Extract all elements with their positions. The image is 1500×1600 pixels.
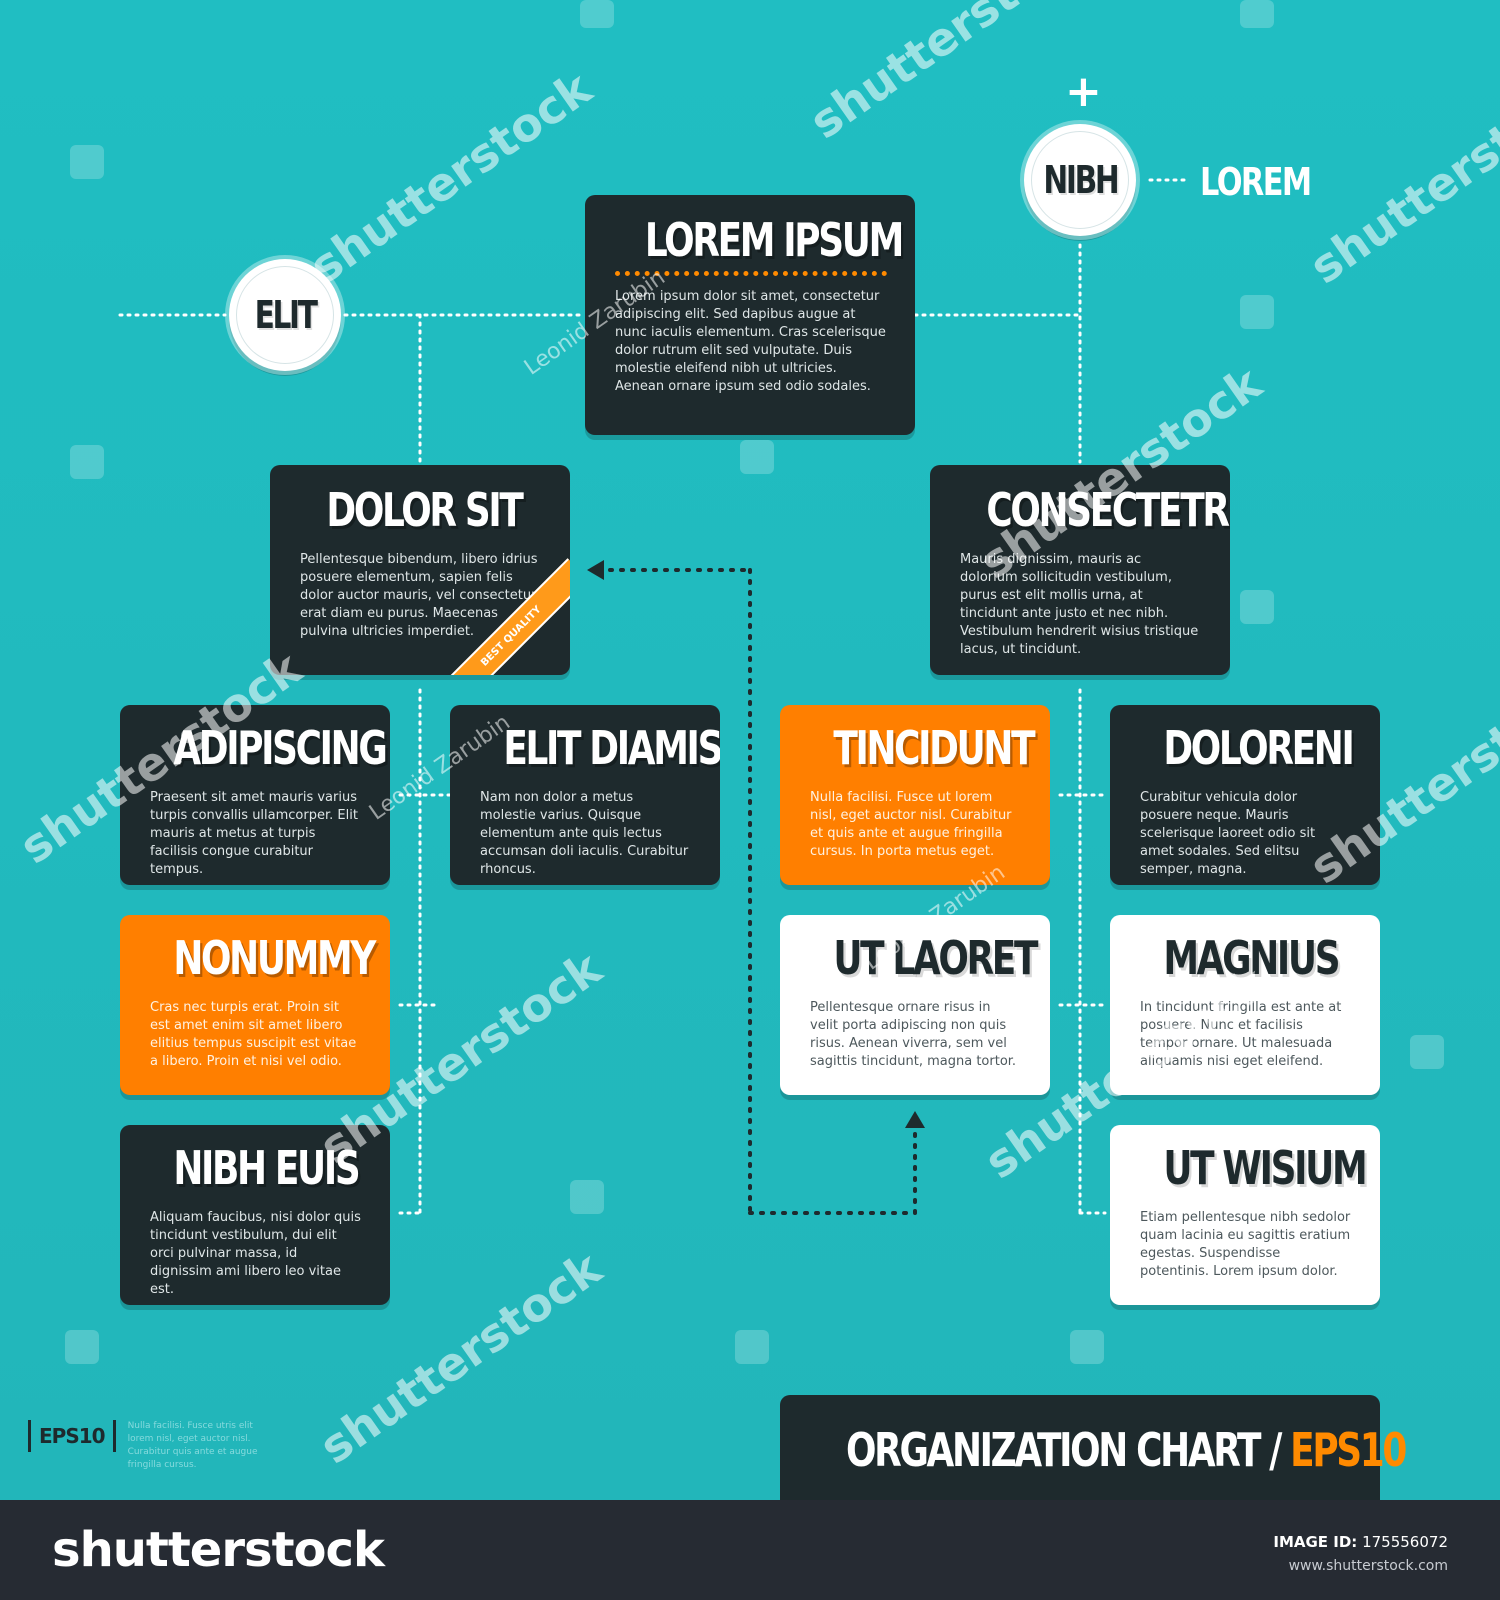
circle-nibh-label: NIBH <box>1043 158 1119 202</box>
node-adipiscing-title: ADIPISCING <box>173 721 387 775</box>
chart-title: ORGANIZATION CHART / EPS10 <box>846 1423 1407 1477</box>
eps-badge: EPS10 Nulla facilisi. Fusce utris elit l… <box>28 1420 268 1472</box>
node-nonummy-text: Cras nec turpis erat. Proin sit est amet… <box>150 1000 357 1069</box>
node-adipiscing[interactable]: ADIPISCING Praesent sit amet mauris vari… <box>120 705 390 885</box>
title-divider <box>615 271 887 276</box>
image-id-value: 175556072 <box>1362 1533 1448 1551</box>
node-ut-wisium[interactable]: UT WISIUM Etiam pellentesque nibh sedolo… <box>1110 1125 1380 1305</box>
flow-arrow-path <box>608 568 917 1215</box>
chart-title-bar: ORGANIZATION CHART / EPS10 <box>780 1395 1407 1500</box>
node-doloreni[interactable]: DOLORENI Curabitur vehicula dolor posuer… <box>1110 705 1380 885</box>
node-doloreni-title: DOLORENI <box>1163 721 1355 775</box>
node-nibh-euis-title: NIBH EUIS <box>173 1141 360 1195</box>
node-ut-laoret-text: Pellentesque ornare risus in velit porta… <box>810 1000 1017 1069</box>
circle-nibh[interactable]: NIBH <box>1024 124 1136 236</box>
diagram-canvas: LOREM IPSUM Lorem ipsum dolor sit amet, … <box>0 0 1500 1500</box>
node-elit-diamis-title: ELIT DIAMIS <box>503 721 720 775</box>
node-tincidunt[interactable]: TINCIDUNT Nulla facilisi. Fusce ut lorem… <box>780 705 1050 885</box>
shutterstock-logo[interactable]: shutterstock <box>52 1522 385 1578</box>
circle-elit-label: ELIT <box>254 293 317 337</box>
arrowhead-up-icon <box>905 1111 925 1128</box>
node-nonummy-title: NONUMMY <box>173 931 376 985</box>
connector-lines <box>65 0 1444 1364</box>
eps-note: Nulla facilisi. Fusce utris elit lorem n… <box>127 1421 258 1470</box>
branch-dolor-sit-title: DOLOR SIT <box>326 483 523 537</box>
branch-dolor-sit[interactable]: DOLOR SIT Pellentesque bibendum, libero … <box>270 465 570 675</box>
node-ut-wisium-text: Etiam pellentesque nibh sedolor quam lac… <box>1140 1210 1351 1279</box>
root-text: Lorem ipsum dolor sit amet, consectetur … <box>615 289 886 394</box>
node-elit-diamis-text: Nam non dolor a metus molestie varius. Q… <box>480 790 689 877</box>
arrowhead-left-icon <box>587 560 604 580</box>
stock-url[interactable]: www.shutterstock.com <box>1288 1558 1448 1574</box>
node-tincidunt-text: Nulla facilisi. Fusce ut lorem nisl, ege… <box>810 790 1012 859</box>
node-magnius-text: In tincidunt fringilla est ante at posue… <box>1140 1000 1342 1069</box>
branch-dolor-sit-text: Pellentesque bibendum, libero idrius pos… <box>300 552 538 639</box>
branch-consectetre-title: CONSECTETRE <box>986 483 1230 537</box>
eps-badge-label: EPS10 <box>28 1420 116 1452</box>
decor-stock-icons <box>65 0 1444 1364</box>
node-ut-laoret-title: UT LAORET <box>833 931 1038 985</box>
image-id-label: IMAGE ID: <box>1273 1533 1358 1551</box>
node-nibh-euis-text: Aliquam faucibus, nisi dolor quis tincid… <box>150 1210 361 1297</box>
node-tincidunt-title: TINCIDUNT <box>833 721 1035 775</box>
node-magnius-title: MAGNIUS <box>1163 931 1340 985</box>
root-node[interactable]: LOREM IPSUM Lorem ipsum dolor sit amet, … <box>585 195 915 435</box>
image-id-block: IMAGE ID: 175556072 www.shutterstock.com <box>1273 1530 1448 1578</box>
node-magnius[interactable]: MAGNIUS In tincidunt fringilla est ante … <box>1110 915 1380 1095</box>
plus-icon[interactable]: + <box>1065 66 1102 117</box>
side-label-lorem: LOREM <box>1200 160 1312 204</box>
stock-footer: shutterstock IMAGE ID: 175556072 www.shu… <box>0 1500 1500 1600</box>
circle-elit[interactable]: ELIT <box>229 259 341 371</box>
node-ut-wisium-title: UT WISIUM <box>1163 1141 1367 1195</box>
node-elit-diamis[interactable]: ELIT DIAMIS Nam non dolor a metus molest… <box>450 705 720 885</box>
node-ut-laoret[interactable]: UT LAORET Pellentesque ornare risus in v… <box>780 915 1050 1095</box>
node-doloreni-text: Curabitur vehicula dolor posuere neque. … <box>1140 790 1316 877</box>
branch-consectetre[interactable]: CONSECTETRE Mauris dignissim, mauris ac … <box>930 465 1230 675</box>
node-adipiscing-text: Praesent sit amet mauris varius turpis c… <box>150 790 358 877</box>
root-title: LOREM IPSUM <box>644 213 904 267</box>
branch-consectetre-text: Mauris dignissim, mauris ac dolorium sol… <box>960 552 1199 657</box>
node-nibh-euis[interactable]: NIBH EUIS Aliquam faucibus, nisi dolor q… <box>120 1125 390 1305</box>
node-nonummy[interactable]: NONUMMY Cras nec turpis erat. Proin sit … <box>120 915 390 1095</box>
